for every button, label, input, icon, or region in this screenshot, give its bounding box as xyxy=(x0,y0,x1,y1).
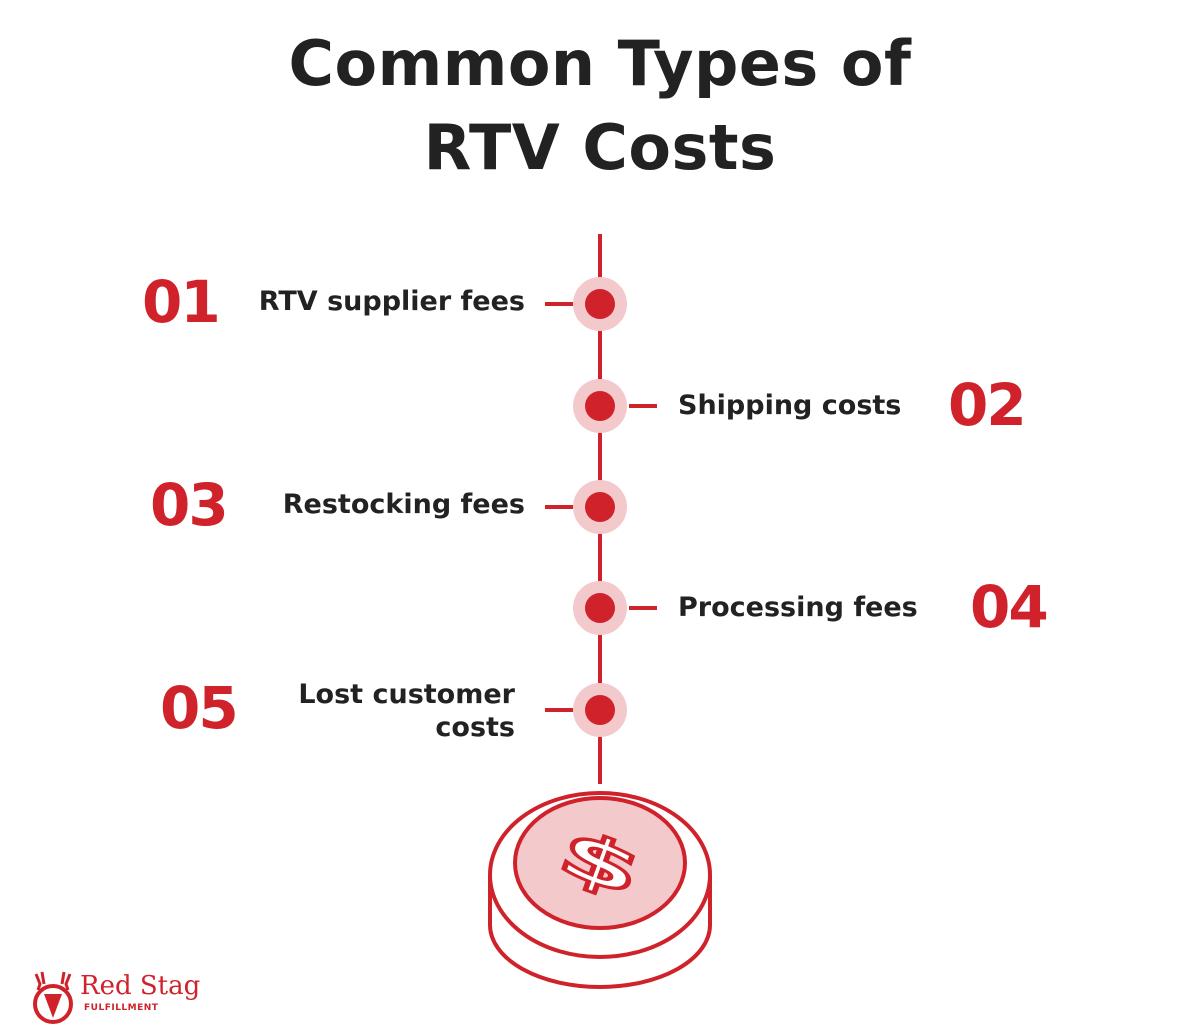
item-label-03: Restocking fees xyxy=(282,489,525,520)
node-dot xyxy=(585,289,615,319)
item-number-01: 01 xyxy=(142,268,221,336)
connector-03 xyxy=(545,505,573,509)
title-line-2: RTV Costs xyxy=(423,111,777,184)
item-label-04: Processing fees xyxy=(678,592,918,623)
connector-02 xyxy=(629,404,657,408)
item-number-02: 02 xyxy=(948,371,1027,439)
item-label-01: RTV supplier fees xyxy=(258,286,525,317)
timeline-node-05 xyxy=(573,683,627,737)
timeline-node-04 xyxy=(573,581,627,635)
node-dot xyxy=(585,695,615,725)
node-dot xyxy=(585,593,615,623)
node-dot xyxy=(585,391,615,421)
item-label-05-line-1: Lost customer xyxy=(298,679,515,710)
brand-logo: Red Stag FULFILLMENT xyxy=(28,970,208,1026)
timeline-node-01 xyxy=(573,277,627,331)
connector-04 xyxy=(629,606,657,610)
stag-head-icon xyxy=(33,971,73,1024)
item-number-03: 03 xyxy=(150,471,229,539)
item-number-04: 04 xyxy=(970,573,1049,641)
connector-05 xyxy=(545,708,573,712)
item-label-05: Lost customer costs xyxy=(250,678,515,744)
title-line-1: Common Types of xyxy=(288,27,912,100)
timeline-node-03 xyxy=(573,480,627,534)
logo-name: Red Stag xyxy=(80,971,201,1001)
item-label-02: Shipping costs xyxy=(678,390,902,421)
node-dot xyxy=(585,492,615,522)
page-title: Common Types of RTV Costs xyxy=(0,22,1200,190)
dollar-coin-icon: $ xyxy=(488,791,712,989)
item-number-05: 05 xyxy=(160,674,239,742)
timeline-node-02 xyxy=(573,379,627,433)
item-label-05-line-2: costs xyxy=(435,712,515,743)
connector-01 xyxy=(545,302,573,306)
logo-subtitle: FULFILLMENT xyxy=(84,1003,159,1013)
